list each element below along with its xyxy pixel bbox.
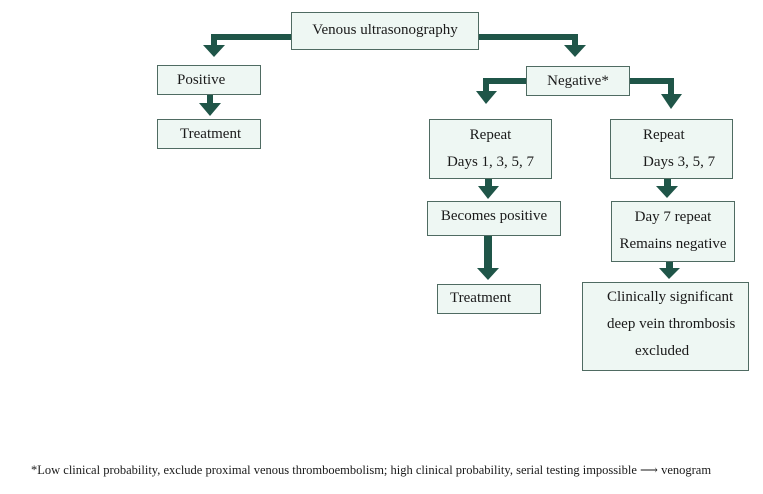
node-venous-ultrasonography: Venous ultrasonography [291, 12, 479, 50]
footnote-result: venogram [661, 463, 712, 477]
connector-repeat-b-to-day7 [656, 178, 678, 198]
node-text-line-2: deep vein thrombosis [607, 316, 736, 332]
connector-positive-to-treatment [199, 95, 221, 116]
connector-repeat-a-to-becomes-positive [478, 178, 499, 199]
node-text-line-1: Day 7 repeat [634, 209, 712, 225]
node-text-line-3: excluded [635, 343, 690, 359]
node-positive: Positive [157, 65, 261, 95]
node-text: Venous ultrasonography [312, 22, 458, 38]
node-becomes-positive: Becomes positive [427, 201, 561, 236]
right-arrow-icon: ⟶ [640, 463, 658, 477]
connector-negative-to-repeat-a [476, 78, 527, 104]
node-dvt-excluded: Clinically significant deep vein thrombo… [582, 282, 749, 371]
node-text: Becomes positive [440, 208, 548, 224]
footnote-text: *Low clinical probability, exclude proxi… [31, 463, 637, 477]
node-repeat-days-3-5-7: Repeat Days 3, 5, 7 [610, 119, 733, 179]
connector-negative-to-repeat-b [628, 78, 682, 109]
node-text: Treatment [180, 126, 242, 142]
node-text-line-2: Days 1, 3, 5, 7 [446, 154, 535, 170]
node-text-line-1: Repeat [643, 127, 685, 143]
node-treatment-left: Treatment [157, 119, 261, 149]
node-negative: Negative* [526, 66, 630, 96]
node-text-line-1: Clinically significant [607, 289, 734, 305]
node-text-line-2: Days 3, 5, 7 [643, 154, 716, 170]
connector-becomes-positive-to-treatment [477, 236, 499, 280]
node-day7-repeat: Day 7 repeat Remains negative [611, 201, 735, 262]
node-treatment-right: Treatment [437, 284, 541, 314]
footnote: *Low clinical probability, exclude proxi… [31, 462, 711, 478]
node-text: Positive [177, 72, 226, 88]
node-text-line-1: Repeat [469, 127, 512, 143]
connector-day7-to-excluded [659, 261, 680, 279]
node-text: Negative* [547, 73, 609, 89]
node-repeat-days-1-3-5-7: Repeat Days 1, 3, 5, 7 [429, 119, 552, 179]
node-text-line-2: Remains negative [619, 236, 727, 252]
connector-root-to-positive [203, 34, 292, 57]
node-text: Treatment [450, 290, 512, 306]
connector-root-to-negative [478, 34, 586, 57]
